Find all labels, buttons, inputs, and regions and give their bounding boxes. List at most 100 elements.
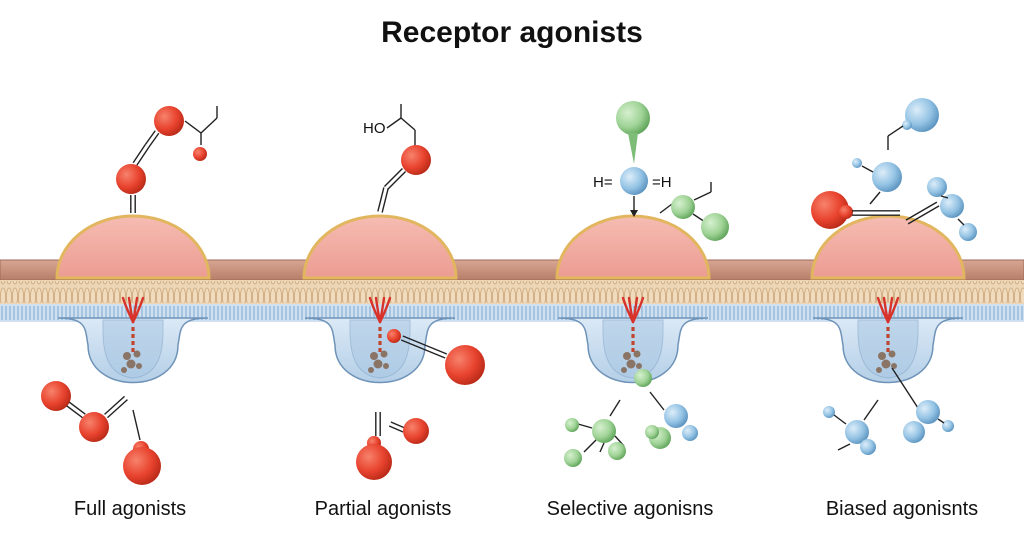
signal-burst-icon	[621, 296, 645, 373]
ligand-atom	[905, 98, 939, 132]
bond-line	[907, 205, 940, 225]
bond-line	[107, 399, 128, 419]
ligand-atom	[902, 120, 912, 130]
signal-dash	[378, 341, 382, 345]
bond-line	[609, 399, 621, 417]
bond-line	[184, 120, 202, 134]
bond-line	[390, 421, 406, 429]
ligand-atom	[620, 167, 648, 195]
ligand-atom	[41, 381, 71, 411]
effector-bead	[623, 352, 631, 360]
bond-line	[837, 443, 851, 451]
ligand-atom	[903, 421, 925, 443]
effector-bead	[368, 367, 374, 373]
signal-ray	[631, 296, 645, 324]
ligand-atom	[564, 449, 582, 467]
ligand-atom	[608, 442, 626, 460]
bond-line	[940, 195, 949, 199]
ligand-atom	[860, 439, 876, 455]
signal-burst-icon	[876, 296, 900, 373]
ligand-atom	[701, 213, 729, 241]
bond-line	[887, 125, 904, 137]
ligand-atom	[811, 191, 849, 229]
effector-bead	[621, 367, 627, 373]
bond-line	[136, 146, 150, 166]
ligand-atom	[193, 147, 207, 161]
ligand-atom	[592, 419, 616, 443]
signal-ray	[886, 296, 900, 324]
ligand-atom	[823, 406, 835, 418]
effector-bead	[136, 363, 142, 369]
bond-line	[377, 187, 385, 212]
bond-line	[599, 442, 605, 453]
bond-line	[104, 395, 125, 415]
bond-line	[861, 165, 874, 173]
ligand-atom	[927, 177, 947, 197]
bond-line	[400, 117, 416, 131]
bond-line	[132, 409, 141, 441]
effector-bead	[626, 359, 636, 369]
diagram-title: Receptor agonists	[381, 16, 643, 49]
signal-dash	[378, 334, 382, 338]
bond-line	[863, 399, 879, 421]
ligand-atom	[616, 101, 650, 135]
ligand-atom	[403, 418, 429, 444]
signal-dash	[631, 341, 635, 345]
effector-bead	[888, 350, 896, 358]
receptor-dome-icon	[302, 214, 458, 280]
bond-line	[383, 167, 403, 187]
bond-line	[577, 423, 593, 429]
signal-burst-icon	[368, 296, 392, 373]
bond-line	[387, 171, 407, 191]
signal-dash	[886, 327, 890, 331]
caption-full-agonists: Full agonists	[73, 498, 187, 520]
ligand-atom	[664, 404, 688, 428]
bond-line	[905, 201, 938, 221]
effector-bead	[370, 352, 378, 360]
effector-bead	[636, 363, 642, 369]
ligand-partial-agonist: HO	[356, 104, 485, 480]
receptor-dome-icon	[555, 214, 711, 280]
chem-label-h-left: H=	[593, 174, 613, 191]
signal-dash	[378, 348, 382, 352]
signal-dash	[378, 327, 382, 331]
signal-dash	[131, 327, 135, 331]
ligand-atom	[154, 106, 184, 136]
ligand-atom	[565, 418, 579, 432]
signal-burst-icon	[121, 296, 145, 373]
caption-selective-agonists: Selective agonisns	[546, 498, 714, 520]
bond-line	[869, 191, 881, 205]
signal-ray	[378, 296, 392, 324]
chem-label-h-right: =H	[652, 174, 672, 191]
bond-line	[388, 425, 404, 433]
bond-line	[200, 117, 218, 134]
ligand-atom	[356, 444, 392, 480]
bond-line	[132, 144, 146, 164]
ligand-full-agonist	[41, 106, 218, 485]
receptor-panel-1	[55, 214, 211, 384]
effector-bead	[133, 350, 141, 358]
ligand-atom	[845, 420, 869, 444]
ligand-biased-agonist	[811, 98, 977, 455]
signal-ray	[131, 296, 145, 324]
bond-line	[693, 191, 712, 201]
ligand-stem	[628, 133, 638, 164]
ligand-atom	[634, 369, 652, 387]
ligand-atom	[401, 145, 431, 175]
signal-dash	[131, 348, 135, 352]
ligand-selective-agonist: H= =H	[564, 101, 729, 467]
bond-line	[891, 367, 919, 409]
effector-bead	[633, 350, 641, 358]
effector-bead	[380, 350, 388, 358]
signal-dash	[631, 334, 635, 338]
signal-dash	[631, 327, 635, 331]
bond-line	[148, 132, 160, 148]
bond-line	[381, 188, 389, 213]
bond-line	[400, 339, 446, 359]
effector-bead	[126, 359, 136, 369]
bond-line	[68, 401, 86, 415]
bond-line	[649, 391, 665, 411]
caption-biased-agonists: Biased agonisnts	[825, 498, 979, 520]
receptor-panel-4	[810, 214, 966, 384]
